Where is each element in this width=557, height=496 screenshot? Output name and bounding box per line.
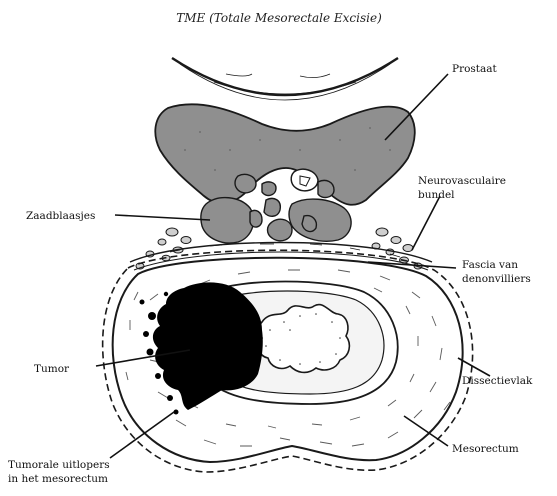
label-in-het-mesorectum: in het mesorectum — [8, 473, 108, 485]
rectal-lumen — [258, 305, 349, 373]
label-tumor: Tumor — [34, 363, 70, 375]
label-fascia-van: Fascia van — [462, 259, 518, 271]
label-tumorale-uitlopers: Tumorale uitlopers — [8, 459, 110, 471]
label-neurovasculaire: Neurovasculaire — [418, 175, 506, 187]
label-prostaat: Prostaat — [452, 63, 498, 75]
diagram-title: TME (Totale Mesorectale Excisie) — [176, 11, 382, 25]
label-mesorectum: Mesorectum — [452, 443, 519, 455]
upper-arc — [172, 58, 398, 100]
label-bundel: bundel — [418, 189, 455, 201]
label-dissectievlak: Dissectievlak — [462, 375, 533, 387]
label-zaadblaasjes: Zaadblaasjes — [26, 210, 95, 222]
urethra — [291, 169, 318, 191]
label-denonvilliers: denonvilliers — [462, 273, 531, 285]
prostate — [155, 104, 414, 204]
